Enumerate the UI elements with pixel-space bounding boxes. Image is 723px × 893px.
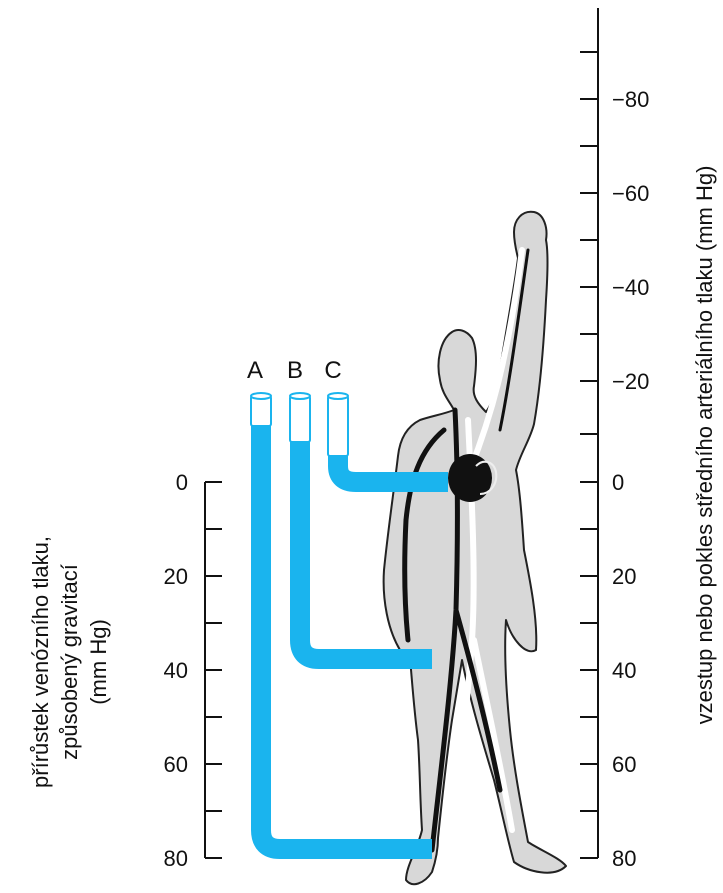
left-axis-title-line: způsobený gravitací [57,564,82,760]
right-axis-title: vzestup nebo pokles středního arteriální… [692,166,717,725]
tube-b-empty-top [290,396,310,442]
left-axis-title-line: přírůstek venózního tlaku, [28,536,53,788]
tube-c-opening [328,393,348,399]
right-tick-label: −60 [612,181,649,206]
human-figure [384,212,566,884]
tube-b-opening [290,393,310,399]
tube-a-empty-top [251,396,271,426]
right-tick-label: 60 [612,752,636,777]
left-tick-label: 80 [164,846,188,871]
left-tick-label: 20 [164,564,188,589]
right-tick-label: −20 [612,369,649,394]
right-tick-label: 40 [612,658,636,683]
tube-b-label: B [287,357,303,384]
tube-a-label: A [247,357,263,384]
left-axis-title: přírůstek venózního tlaku, způsobený gra… [28,536,111,788]
right-tick-label: −40 [612,275,649,300]
left-axis-ticks [205,482,222,858]
tube-c-label: C [324,357,341,384]
right-tick-label: 20 [612,564,636,589]
left-tick-label: 60 [164,752,188,777]
left-tick-label: 0 [176,470,188,495]
left-axis-title-line: (mm Hg) [86,619,111,705]
left-tick-label: 40 [164,658,188,683]
right-tick-label: −80 [612,87,649,112]
right-tick-label: 0 [612,470,624,495]
right-tick-label: 80 [612,846,636,871]
right-axis: −80 −60 −40 −20 0 20 40 60 80 vzestup ne… [580,8,717,871]
tube-c-empty-top [328,396,348,456]
right-axis-ticks [580,52,598,858]
tube-a-opening [251,393,271,399]
left-axis: 0 20 40 60 80 přírůstek venózního tlaku,… [28,470,222,871]
